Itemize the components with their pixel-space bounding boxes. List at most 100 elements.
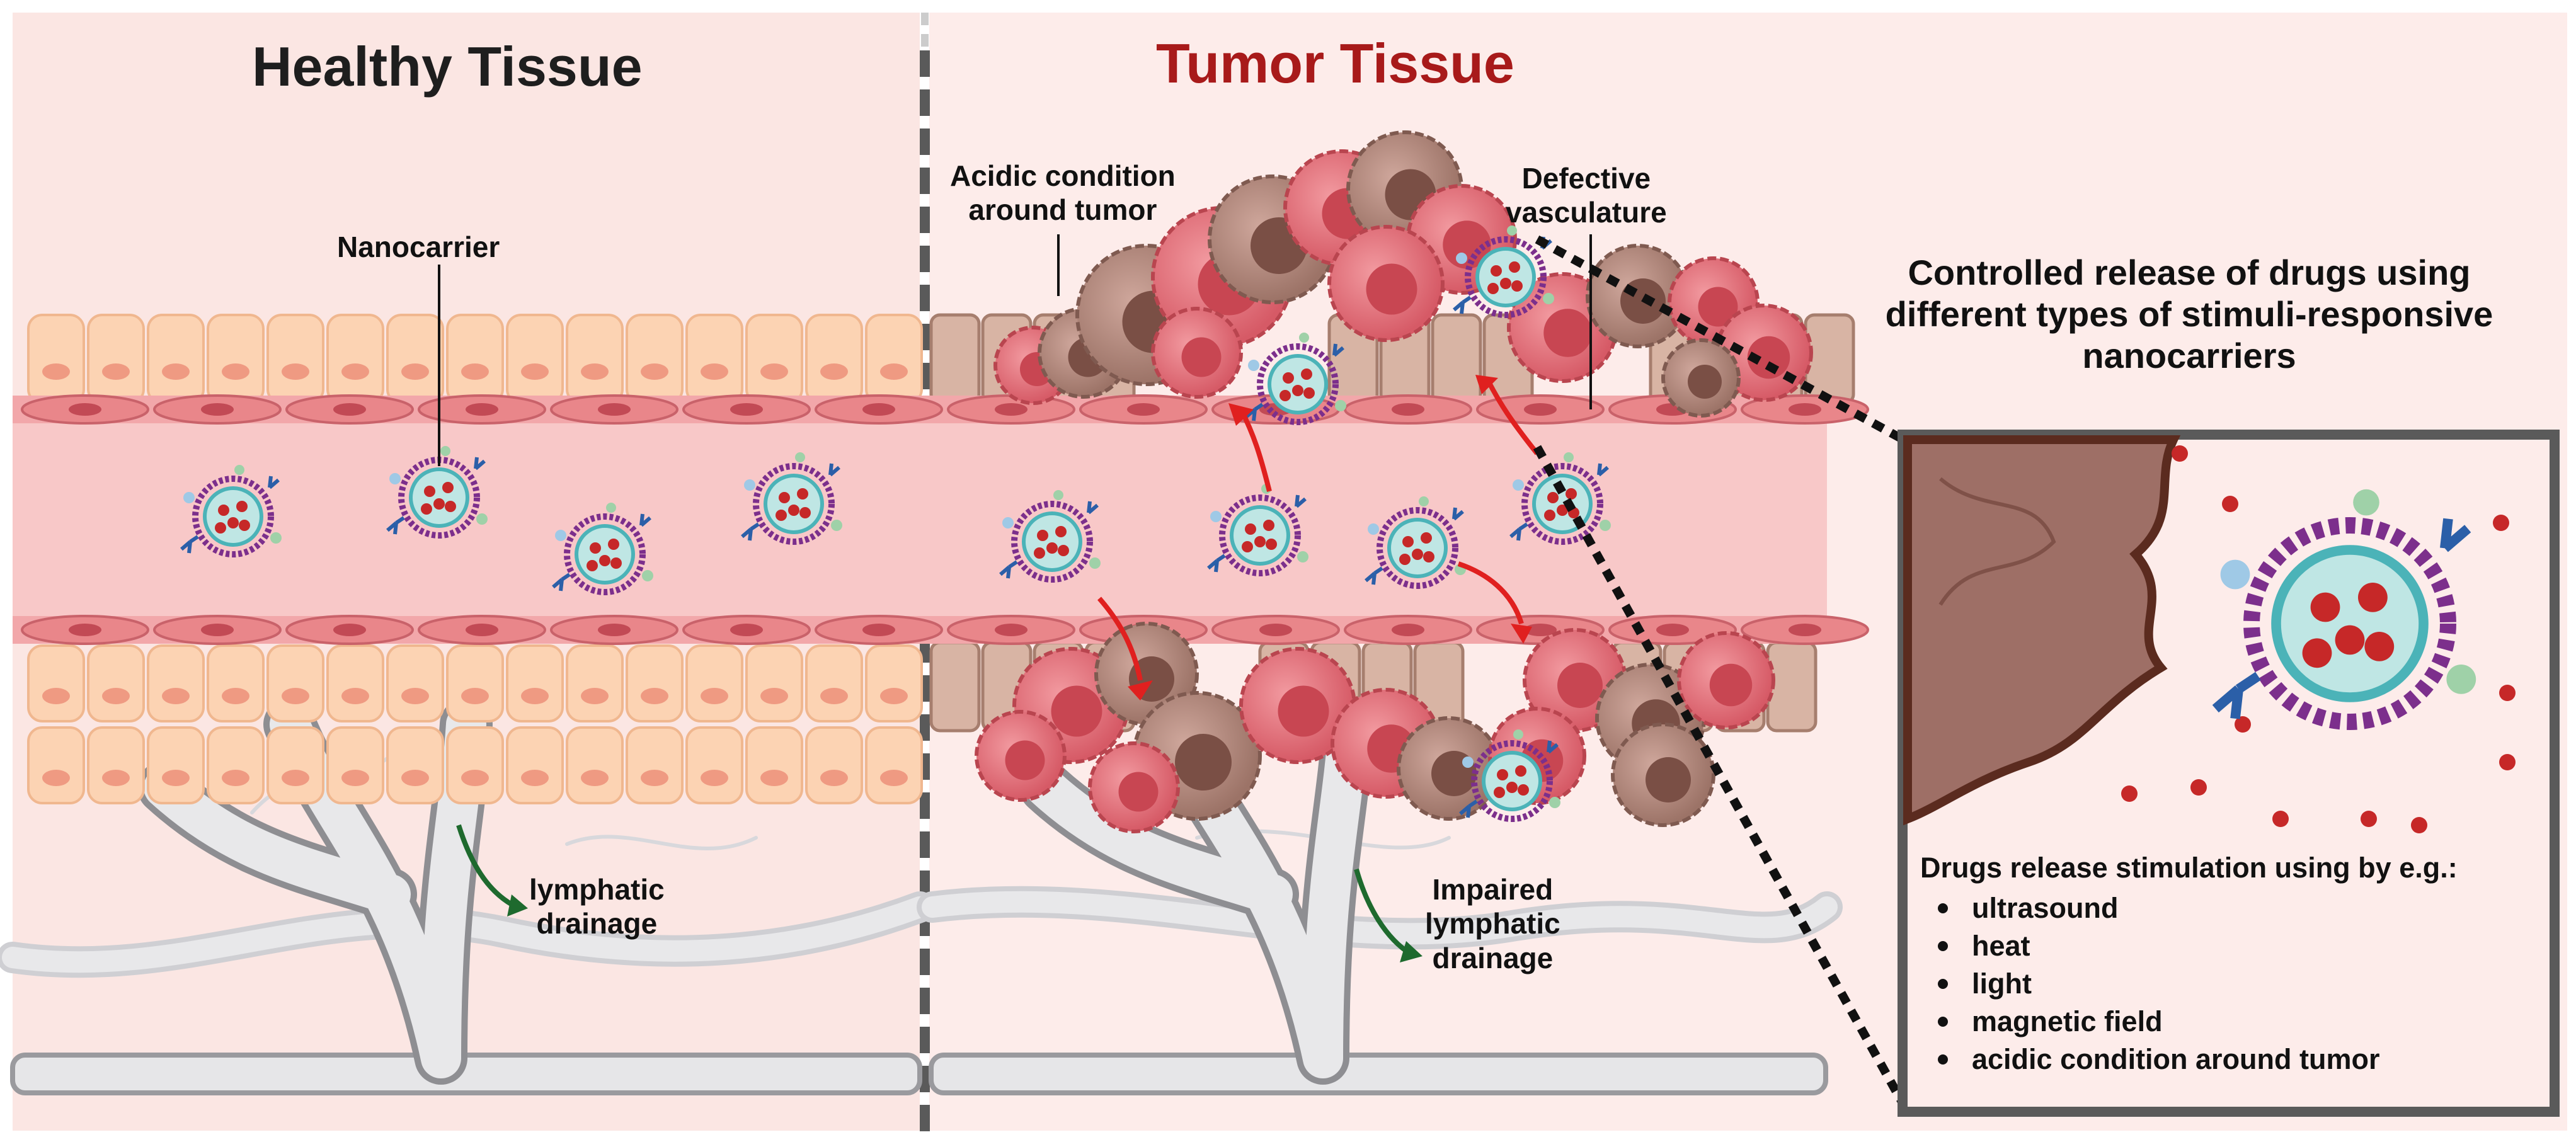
tumor-tissue-cell — [929, 641, 981, 733]
cell-nucleus — [461, 770, 489, 786]
endothelial-nucleus — [1392, 624, 1424, 636]
cell-nucleus — [760, 363, 788, 380]
tumor-cell-nucleus — [1646, 757, 1691, 802]
healthy-cell — [685, 644, 743, 722]
tumor-cell-nucleus — [1005, 740, 1045, 780]
cell-nucleus — [222, 688, 249, 704]
endothelial-nucleus — [1789, 403, 1821, 416]
stimuli-list-block: Drugs release stimulation using by e.g.:… — [1920, 852, 2525, 1078]
lymphatic-main-tumor — [929, 1053, 1828, 1095]
released-drugs — [2121, 445, 2516, 833]
lymphatic-drainage-label: lymphatic drainage — [529, 872, 665, 941]
healthy-cell — [266, 644, 324, 722]
zoom-line-bottom — [1533, 445, 1910, 1111]
healthy-cell — [147, 644, 205, 722]
healthy-cell — [566, 314, 624, 404]
healthy-cell — [865, 726, 923, 804]
cell-nucleus — [701, 363, 728, 380]
acidic-condition-label: Acidic condition around tumor — [950, 159, 1176, 227]
healthy-cell — [685, 726, 743, 804]
healthy-cell — [506, 314, 564, 404]
healthy-cell — [207, 314, 265, 404]
healthy-cell — [326, 726, 384, 804]
stimulus-item: acidic condition around tumor — [1920, 1041, 2525, 1078]
healthy-cell — [87, 314, 145, 404]
endothelial-nucleus — [1127, 403, 1160, 416]
endothelial-nucleus — [201, 624, 234, 636]
cell-nucleus — [282, 688, 309, 704]
cell-nucleus — [880, 363, 908, 380]
cell-nucleus — [581, 770, 609, 786]
healthy-cell — [805, 314, 863, 404]
healthy-cell — [566, 726, 624, 804]
tumor-cell-nucleus — [1443, 220, 1491, 269]
stimulus-item: ultrasound — [1920, 889, 2525, 927]
healthy-cell — [865, 314, 923, 404]
healthy-cell — [27, 726, 85, 804]
healthy-cell — [626, 314, 684, 404]
cell-nucleus — [401, 363, 429, 380]
healthy-cell — [147, 726, 205, 804]
healthy-tissue-title: Healthy Tissue — [252, 35, 643, 98]
cell-nucleus — [760, 770, 788, 786]
drug-molecule — [2361, 811, 2377, 827]
nanocarrier-label: Nanocarrier — [337, 231, 500, 263]
endothelial-nucleus — [69, 624, 101, 636]
tumor-cell-nucleus — [1181, 337, 1222, 377]
healthy-cell — [386, 726, 444, 804]
drug-molecule — [2411, 817, 2427, 833]
healthy-cell — [386, 314, 444, 404]
endothelial-nucleus — [598, 403, 631, 416]
lymphatic-label-line2: drainage — [536, 907, 658, 940]
endothelial-nucleus — [201, 403, 234, 416]
cell-nucleus — [341, 363, 369, 380]
endothelial-nucleus — [69, 403, 101, 416]
healthy-cell — [805, 644, 863, 722]
healthy-cell — [446, 314, 504, 404]
cell-nucleus — [341, 770, 369, 786]
endothelial-nucleus — [598, 624, 631, 636]
tumor-tissue-cell — [1431, 313, 1482, 405]
zoom-tumor-cell — [1903, 435, 2181, 826]
healthy-cell — [805, 726, 863, 804]
drug-molecule — [2499, 685, 2516, 701]
cell-nucleus — [641, 688, 668, 704]
stimulus-item: light — [1920, 965, 2525, 1003]
defective-label-line2: vasculature — [1506, 196, 1667, 229]
cell-nucleus — [880, 770, 908, 786]
cell-nucleus — [521, 770, 549, 786]
cell-nucleus — [162, 363, 190, 380]
cell-nucleus — [42, 688, 70, 704]
drug-molecule — [2121, 785, 2138, 802]
controlled-label-line3: nanocarriers — [2082, 336, 2296, 376]
healthy-cell — [386, 644, 444, 722]
cell-nucleus — [401, 688, 429, 704]
healthy-cell — [745, 644, 803, 722]
cell-nucleus — [461, 688, 489, 704]
cell-nucleus — [641, 770, 668, 786]
endothelial-nucleus — [333, 624, 366, 636]
drug-molecule — [2235, 716, 2251, 733]
tumor-cell-nucleus — [1698, 287, 1738, 327]
healthy-cell — [266, 726, 324, 804]
drug-molecule — [2172, 445, 2188, 462]
tumor-tissue-title: Tumor Tissue — [1156, 32, 1514, 94]
cell-nucleus — [341, 688, 369, 704]
defective-label-line1: Defective — [1521, 162, 1651, 195]
healthy-cell — [566, 644, 624, 722]
drug-molecule — [2499, 754, 2516, 770]
drug-molecule — [2222, 496, 2238, 512]
cell-nucleus — [521, 363, 549, 380]
controlled-label-line1: Controlled release of drugs using — [1908, 253, 2471, 292]
endothelial-nucleus — [1789, 624, 1821, 636]
endothelial-nucleus — [466, 403, 498, 416]
lymph-tree-healthy — [137, 698, 493, 1085]
cell-nucleus — [222, 363, 249, 380]
drug-molecule — [2493, 515, 2509, 531]
healthy-cell — [685, 314, 743, 404]
cell-nucleus — [880, 688, 908, 704]
tumor-cell-nucleus — [1688, 365, 1722, 399]
healthy-cell — [626, 726, 684, 804]
cell-nucleus — [282, 770, 309, 786]
endothelial-nucleus — [333, 403, 366, 416]
